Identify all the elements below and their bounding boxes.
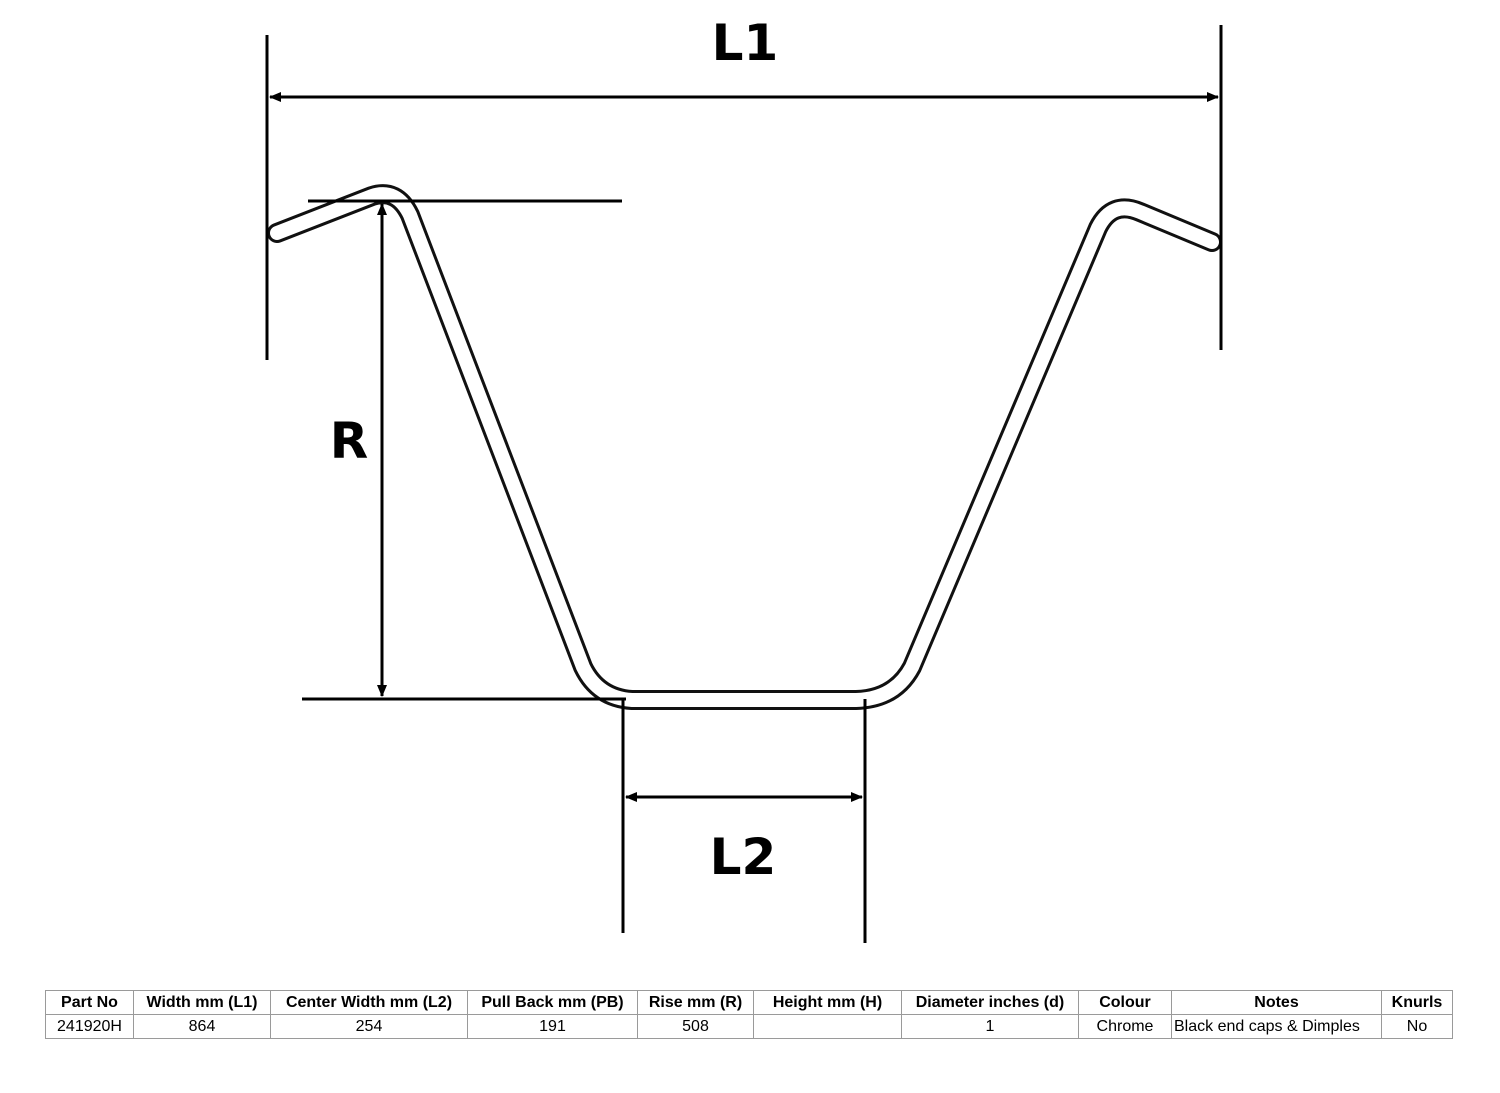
header-knurls: Knurls bbox=[1381, 990, 1453, 1015]
header-rise: Rise mm (R) bbox=[637, 990, 754, 1015]
header-part-no: Part No bbox=[45, 990, 134, 1015]
cell-colour: Chrome bbox=[1078, 1014, 1172, 1039]
header-width: Width mm (L1) bbox=[133, 990, 271, 1015]
spec-table: Part No Width mm (L1) Center Width mm (L… bbox=[45, 990, 1453, 1039]
width-dimension: L1 bbox=[265, 14, 1223, 360]
cell-knurls: No bbox=[1381, 1014, 1453, 1039]
cell-diameter: 1 bbox=[901, 1014, 1079, 1039]
handlebar-dimension-drawing: L1 R L2 bbox=[265, 14, 1223, 943]
width-label: L1 bbox=[712, 14, 779, 72]
rise-dimension: R bbox=[302, 199, 626, 701]
cell-notes: Black end caps & Dimples bbox=[1171, 1014, 1382, 1039]
table-row: 241920H 864 254 191 508 1 Chrome Black e… bbox=[45, 1014, 1453, 1039]
cell-part-no: 241920H bbox=[45, 1014, 134, 1039]
rise-label: R bbox=[330, 412, 369, 470]
cell-center-width: 254 bbox=[270, 1014, 468, 1039]
cell-pull-back: 191 bbox=[467, 1014, 638, 1039]
center-width-label: L2 bbox=[710, 828, 777, 886]
handlebar-outline bbox=[267, 184, 1222, 710]
cell-rise: 508 bbox=[637, 1014, 754, 1039]
header-notes: Notes bbox=[1171, 990, 1382, 1015]
cell-width: 864 bbox=[133, 1014, 271, 1039]
spec-table-header-row: Part No Width mm (L1) Center Width mm (L… bbox=[45, 990, 1453, 1015]
header-colour: Colour bbox=[1078, 990, 1172, 1015]
header-pull-back: Pull Back mm (PB) bbox=[467, 990, 638, 1015]
center-width-dimension: L2 bbox=[621, 699, 867, 943]
cell-height bbox=[753, 1014, 902, 1039]
header-center-width: Center Width mm (L2) bbox=[270, 990, 468, 1015]
header-height: Height mm (H) bbox=[753, 990, 902, 1015]
header-diameter: Diameter inches (d) bbox=[901, 990, 1079, 1015]
